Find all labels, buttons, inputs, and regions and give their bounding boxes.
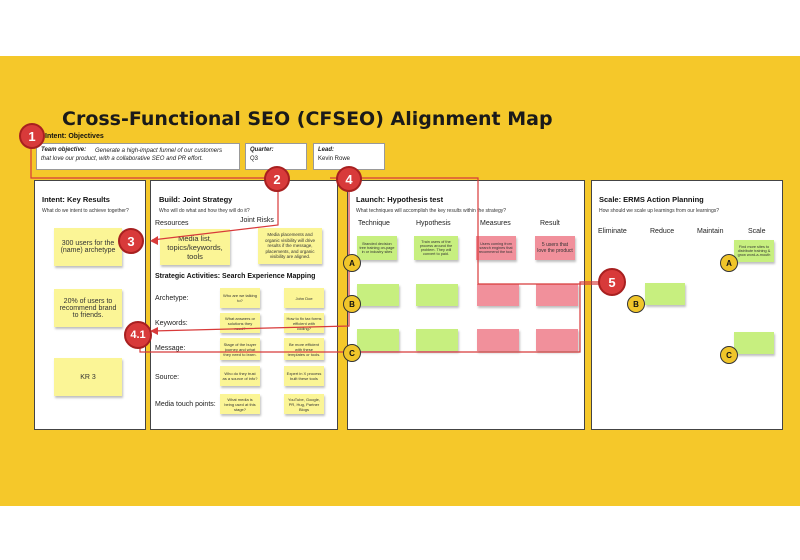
quarter-value: Q3	[250, 156, 259, 162]
joint-risks-sticky[interactable]: Media placements and organic visibility …	[258, 228, 322, 264]
archetype-question-sticky[interactable]: Who are we talking to?	[220, 288, 260, 308]
quarter-label: Quarter:	[250, 147, 274, 153]
col-maintain: Maintain	[697, 228, 724, 235]
launch-row-a-marker[interactable]: A	[343, 254, 361, 272]
lead-value: Kevin Rowe	[318, 156, 351, 162]
intent-objectives-label: Intent: Objectives	[45, 133, 104, 140]
technique-sticky-1[interactable]: Branded decision tree training on-page i…	[357, 236, 397, 260]
keywords-label: Keywords:	[155, 320, 188, 327]
quarter-box[interactable]: Quarter: Q3	[245, 143, 307, 170]
kr-sticky-3[interactable]: KR 3	[54, 358, 122, 396]
keywords-answer-sticky[interactable]: How to fix tax forms efficient with codi…	[284, 313, 324, 333]
result-sticky-1[interactable]: 5 users that love the product	[535, 236, 575, 260]
technique-sticky-2[interactable]	[357, 284, 399, 306]
scale-row-b-marker[interactable]: B	[627, 295, 645, 313]
col-result: Result	[540, 220, 560, 227]
scale-sticky-1[interactable]: Find more sites to distribute training &…	[734, 240, 774, 262]
source-answer-sticky[interactable]: Expert in X process built these tools	[284, 366, 324, 386]
team-objective-label: Team objective:	[41, 147, 87, 153]
source-label: Source:	[155, 374, 180, 381]
hypothesis-sticky-2[interactable]	[416, 284, 458, 306]
media-question-sticky[interactable]: What media is being used at this stage?	[220, 394, 260, 414]
scale-sticky-2[interactable]	[734, 332, 774, 354]
lead-label: Lead:	[318, 147, 335, 153]
archetype-label: Archetype:	[155, 295, 189, 302]
message-question-sticky[interactable]: Stage of the buyer journey and what they…	[220, 338, 260, 360]
col-technique: Technique	[358, 220, 390, 227]
launch-row-c-marker[interactable]: C	[343, 344, 361, 362]
kr-sticky-1[interactable]: 300 users for the (name) archetype	[54, 228, 122, 266]
scale-panel	[591, 180, 783, 430]
joint-risks-label: Joint Risks	[240, 217, 274, 224]
reduce-sticky[interactable]	[645, 283, 685, 305]
kr-sticky-2[interactable]: 20% of users to recommend brand to frien…	[54, 289, 122, 327]
media-answer-sticky[interactable]: YouTube, Google, PR, Hug, Partner Blogs	[284, 394, 324, 414]
team-objective-box[interactable]: Team objective: Generate a high-impact f…	[36, 143, 240, 170]
team-objective-text-1: Generate a high-impact funnel of our cus…	[95, 148, 223, 154]
col-scale: Scale	[748, 228, 766, 235]
launch-question: What techniques will accomplish the key …	[356, 208, 507, 214]
step-1-marker[interactable]: 1	[19, 123, 45, 149]
step-2-marker[interactable]: 2	[264, 166, 290, 192]
step-4-1-marker[interactable]: 4.1	[124, 321, 152, 349]
hypothesis-sticky-3[interactable]	[416, 329, 458, 351]
team-objective-text-2: that love our product, with a collaborat…	[41, 156, 204, 162]
measures-sticky-2[interactable]	[477, 284, 519, 306]
joint-strategy-title: Build: Joint Strategy	[159, 195, 233, 204]
scale-question: How should we scale up learnings from ou…	[599, 208, 720, 214]
step-4-marker[interactable]: 4	[336, 166, 362, 192]
message-answer-sticky[interactable]: Be more efficient with these templates o…	[284, 338, 324, 360]
scale-title: Scale: ERMS Action Planning	[599, 195, 704, 204]
launch-title: Launch: Hypothesis test	[356, 195, 444, 204]
technique-sticky-3[interactable]	[357, 329, 399, 351]
scale-row-c-marker[interactable]: C	[720, 346, 738, 364]
archetype-answer-sticky[interactable]: John Doe	[284, 288, 324, 308]
resources-label: Resources	[155, 220, 189, 227]
step-5-marker[interactable]: 5	[598, 268, 626, 296]
launch-row-b-marker[interactable]: B	[343, 295, 361, 313]
page-title: Cross-Functional SEO (CFSEO) Alignment M…	[62, 108, 553, 130]
col-hypothesis: Hypothesis	[416, 220, 451, 227]
result-sticky-3[interactable]	[536, 329, 578, 351]
measures-sticky-3[interactable]	[477, 329, 519, 351]
result-sticky-2[interactable]	[536, 284, 578, 306]
lead-box[interactable]: Lead: Kevin Rowe	[313, 143, 385, 170]
message-label: Message:	[155, 345, 186, 352]
measures-sticky-1[interactable]: Users coming from search engines that re…	[476, 236, 516, 260]
col-measures: Measures	[480, 220, 511, 227]
col-reduce: Reduce	[650, 228, 675, 235]
hypothesis-sticky-1[interactable]: Train users of the process around the pr…	[414, 236, 458, 260]
source-question-sticky[interactable]: Who do they trust as a source of info?	[220, 366, 260, 386]
media-touch-points-label: Media touch points:	[155, 401, 216, 408]
joint-strategy-question: Who will do what and how they will do it…	[159, 208, 250, 214]
step-3-marker[interactable]: 3	[118, 228, 144, 254]
col-eliminate: Eliminate	[598, 228, 627, 235]
scale-row-a-marker[interactable]: A	[720, 254, 738, 272]
key-results-question: What do we intent to achieve together?	[42, 208, 129, 214]
key-results-title: Intent: Key Results	[42, 195, 110, 204]
strategic-activities-title: Strategic Activities: Search Experience …	[155, 273, 316, 280]
